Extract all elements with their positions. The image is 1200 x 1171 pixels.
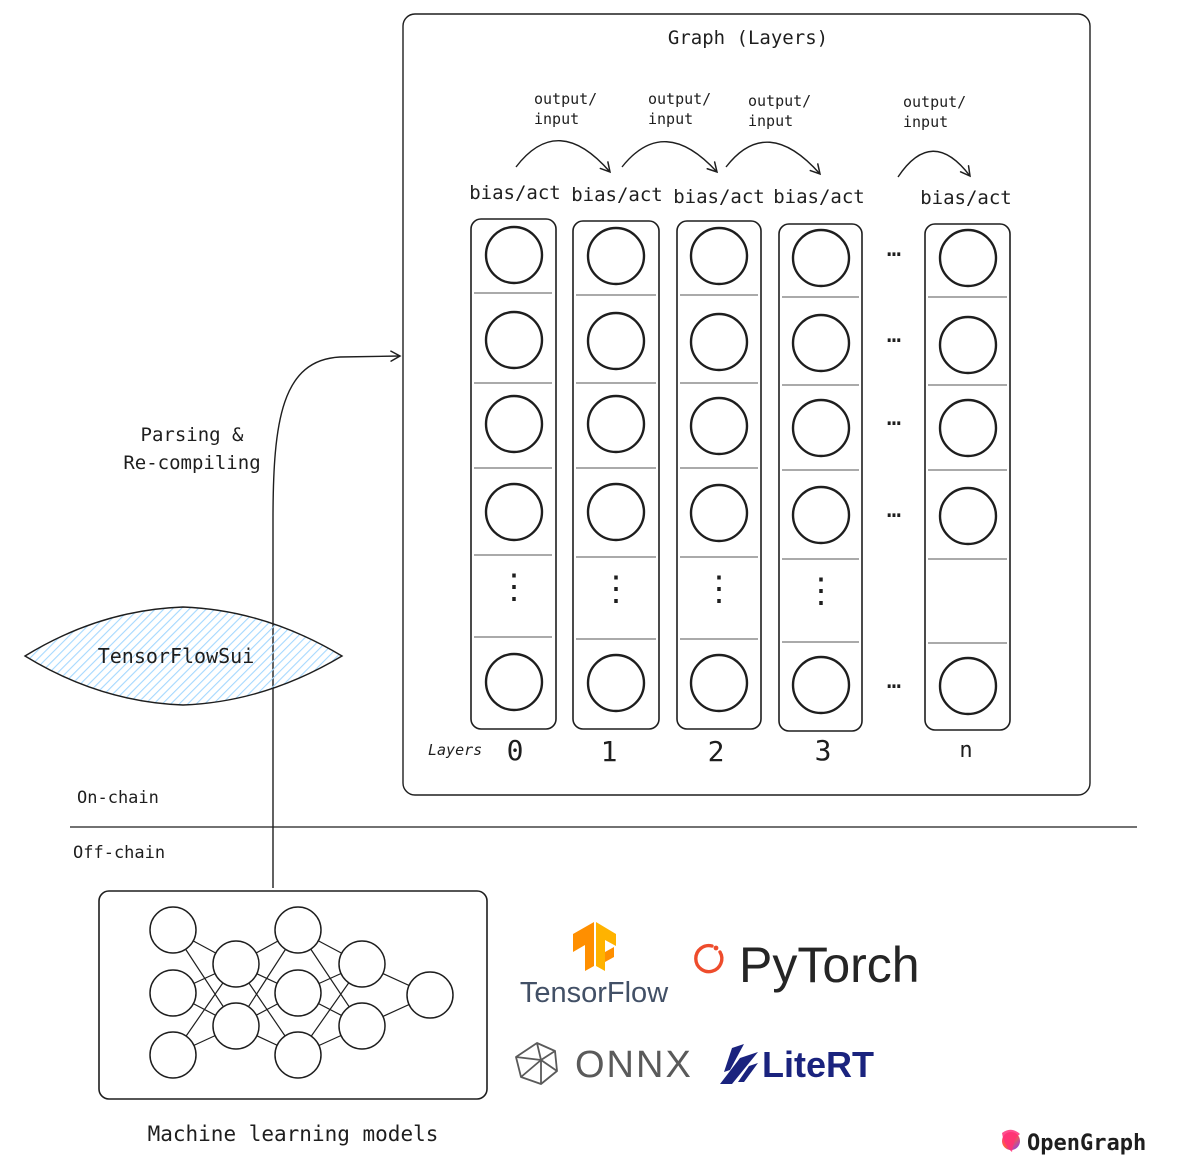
layer-2-bias-label: bias/act [673,186,765,208]
neuron [938,315,998,375]
onnx-wordmark: ONNX [575,1044,693,1086]
neuron [484,310,544,370]
neuron [586,311,646,371]
opengraph-wordmark: OpenGraph [1027,1131,1146,1156]
layer-3-column: ⋮ [778,223,863,732]
neuron [689,312,749,372]
edge-label-3: output/ input [903,93,966,131]
graph-container [402,13,1091,796]
neuron [938,486,998,546]
ml-models-label: Machine learning models [148,1122,439,1146]
neuron [938,656,998,716]
layer-index-n: n [959,738,972,763]
onchain-label: On-chain [77,788,159,808]
neuron [484,225,544,285]
svg-text:…: … [887,403,901,431]
tensorflow-wordmark: TensorFlow [520,977,669,1009]
neuron [791,398,851,458]
neuron [938,228,998,288]
parsing-label-line1: Parsing & [141,424,245,446]
svg-text:…: … [887,320,901,348]
neuron [689,483,749,543]
opengraph-icon [1002,1129,1020,1152]
svg-text:output/: output/ [903,93,966,111]
litert-logo: LiteRT [720,1044,874,1085]
edge-label-0: output/ input [534,90,597,128]
parse-flow-arrow [272,350,402,888]
neuron [586,653,646,713]
svg-text:output/: output/ [748,92,811,110]
layer-0-bias-label: bias/act [469,182,561,204]
layer-n-column [924,223,1011,731]
neuron [689,396,749,456]
parsing-label-line2: Re-compiling [123,452,260,474]
vertical-ellipsis: ⋮ [497,567,531,607]
neuron [586,482,646,542]
svg-text:input: input [748,112,793,130]
neuron [791,485,851,545]
layer-1-column: ⋮ [572,220,660,730]
svg-text:output/: output/ [534,90,597,108]
nn-nodes [149,906,454,1079]
tensorflowsui-label: TensorFlowSui [98,644,255,668]
layer-index-1: 1 [601,735,618,768]
tensorflow-logo: TensorFlow [520,922,669,1009]
neuron [791,313,851,373]
layer-arrow-3 [897,150,971,178]
graph-title: Graph (Layers) [668,27,828,49]
svg-text:…: … [887,666,901,694]
tensorflowsui-node: TensorFlowSui [23,606,344,706]
pytorch-icon [694,943,724,974]
layer-index-2: 2 [708,735,725,768]
neuron [689,226,749,286]
svg-text:…: … [887,234,901,262]
horizontal-ellipses: … … … … … [887,234,901,694]
layer-1-bias-label: bias/act [571,184,663,206]
offchain-label: Off-chain [73,843,165,863]
pytorch-logo: PyTorch [694,937,920,993]
neuron [484,394,544,454]
tensorflow-icon [573,922,616,971]
vertical-ellipsis: ⋮ [804,571,838,611]
layer-3-bias-label: bias/act [773,186,865,208]
layer-index-0: 0 [507,734,524,767]
layer-arrow-2 [725,141,822,176]
neuron [484,652,544,712]
litert-wordmark: LiteRT [762,1044,874,1085]
neuron [484,482,544,542]
onnx-logo: ONNX [515,1042,693,1086]
svg-text:input: input [534,110,579,128]
opengraph-brand: OpenGraph [1002,1129,1146,1156]
layers-axis-label: Layers [428,741,482,759]
vertical-ellipsis: ⋮ [599,569,633,609]
layer-arrow-1 [621,141,719,174]
ml-models-box [98,890,488,1100]
neuron [586,226,646,286]
edge-label-2: output/ input [748,92,811,130]
layer-2-column: ⋮ [676,220,762,730]
vertical-ellipsis: ⋮ [702,569,736,609]
svg-text:output/: output/ [648,90,711,108]
neuron [586,394,646,454]
svg-text:…: … [887,495,901,523]
layer-arrow-0 [515,140,612,174]
neuron [791,655,851,715]
svg-text:input: input [903,113,948,131]
layer-index-3: 3 [815,734,832,767]
onnx-icon [515,1042,558,1085]
litert-icon [720,1044,758,1084]
neuron [689,653,749,713]
pytorch-wordmark: PyTorch [739,937,920,993]
svg-text:input: input [648,110,693,128]
edge-label-1: output/ input [648,90,711,128]
layer-n-bias-label: bias/act [920,187,1012,209]
neuron [938,398,998,458]
neuron [791,228,851,288]
layer-0-column: ⋮ [470,218,557,730]
